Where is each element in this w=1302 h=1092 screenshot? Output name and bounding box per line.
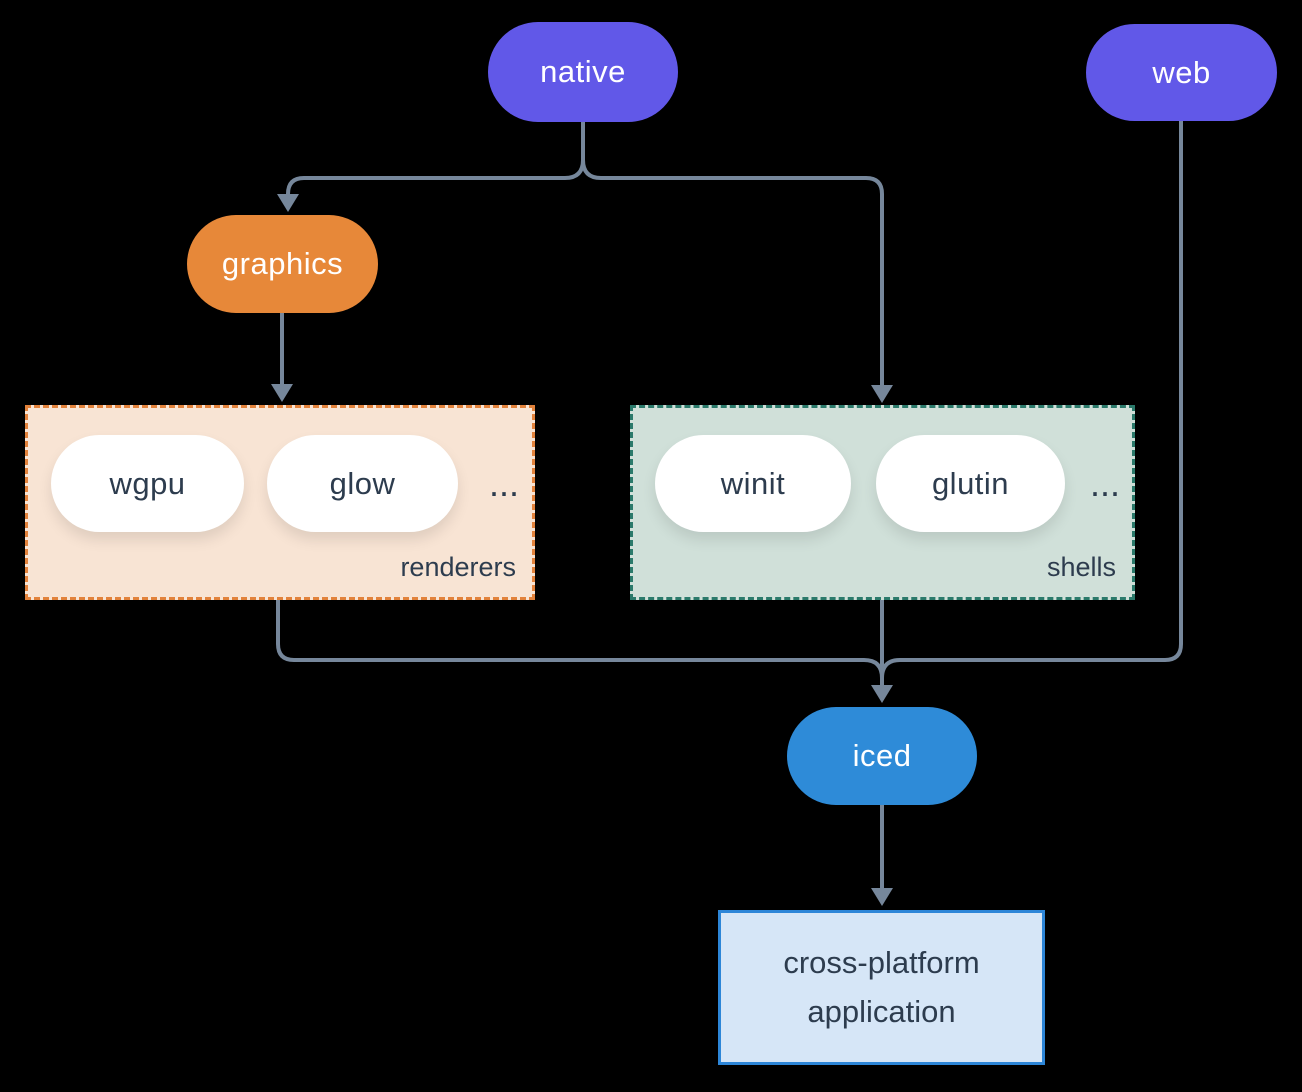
edge-native-graphics bbox=[286, 122, 585, 196]
edge-renderers-iced bbox=[276, 600, 884, 679]
renderers-ellipsis: ... bbox=[488, 462, 519, 504]
shells-ellipsis: ... bbox=[1089, 462, 1120, 504]
node-winit: winit bbox=[655, 435, 851, 532]
node-wgpu: wgpu bbox=[51, 435, 244, 532]
renderers-group-label: renderers bbox=[400, 552, 516, 582]
node-web-label: web bbox=[1152, 54, 1211, 90]
node-application: cross-platform application bbox=[718, 910, 1045, 1065]
arrowhead-graphics bbox=[277, 194, 299, 212]
node-glow: glow bbox=[267, 435, 458, 532]
node-glutin: glutin bbox=[876, 435, 1065, 532]
node-glutin-label: glutin bbox=[931, 465, 1010, 501]
node-graphics: graphics bbox=[187, 215, 378, 313]
node-graphics-label: graphics bbox=[221, 246, 344, 281]
node-iced: iced bbox=[787, 707, 977, 805]
node-winit-label: winit bbox=[720, 465, 786, 501]
arrowhead-iced bbox=[871, 685, 893, 703]
node-web: web bbox=[1086, 24, 1277, 121]
group-renderers: wgpu glow ... renderers bbox=[25, 405, 535, 600]
node-native-label: native bbox=[540, 54, 626, 89]
edge-native-shells bbox=[581, 122, 884, 386]
shells-group-label: shells bbox=[1046, 552, 1116, 582]
arrowhead-renderers bbox=[271, 384, 293, 402]
node-application-label: cross-platform application bbox=[783, 945, 980, 1029]
node-wgpu-label: wgpu bbox=[109, 465, 186, 501]
arrowhead-application bbox=[871, 888, 893, 906]
node-native: native bbox=[488, 22, 678, 122]
arrowhead-shells bbox=[871, 385, 893, 403]
node-glow-label: glow bbox=[329, 465, 396, 501]
node-iced-label: iced bbox=[852, 738, 912, 773]
group-shells: winit glutin ... shells bbox=[630, 405, 1135, 600]
